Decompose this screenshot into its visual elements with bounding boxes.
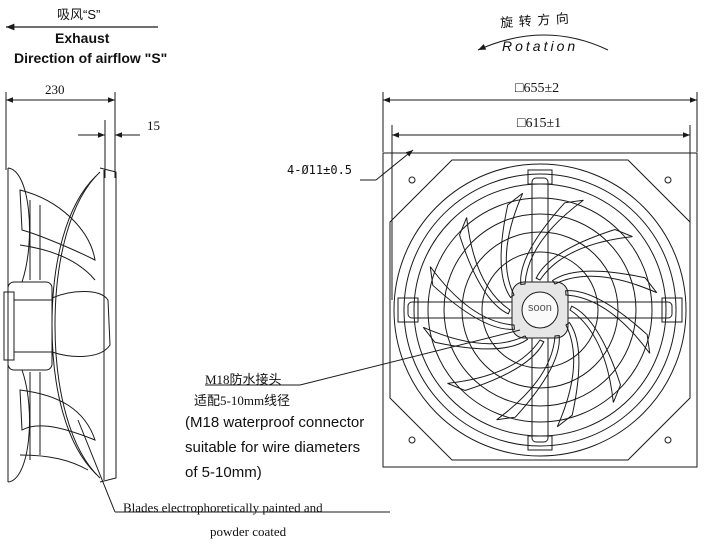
blades-note-line2: powder coated (210, 524, 287, 539)
fan-blade (447, 339, 545, 392)
fan-blade (422, 326, 529, 350)
connector-en-line1: (M18 waterproof connector (185, 414, 365, 431)
fan-blade (569, 305, 622, 403)
fan-blade (556, 321, 580, 428)
outer-square-dimension: □655±2 (515, 81, 560, 96)
fan-blade (429, 266, 515, 330)
airflow-direction-label: Direction of airflow "S" (14, 50, 168, 66)
connector-cn-label: M18防水接头 (205, 372, 282, 387)
fan-blade (520, 199, 584, 285)
fan-blade (565, 290, 651, 354)
connector-en-line2: suitable for wire diameters (185, 439, 361, 456)
rotation-en-label: Rotation (502, 38, 579, 54)
fan-blade (551, 270, 658, 294)
blades-note-line1: Blades electrophoretically painted and (123, 500, 323, 515)
airflow-en-label: Exhaust (55, 30, 110, 46)
front-view (360, 92, 698, 468)
rotation-arrow (477, 34, 609, 51)
depth-dimension: 230 (45, 82, 65, 97)
fan-blade (535, 228, 633, 281)
connector-en-line3: of 5-10mm) (185, 464, 262, 481)
connector-cn-spec: 适配5-10mm线径 (194, 393, 291, 408)
side-view (3, 92, 390, 513)
flange-dimension: 15 (147, 118, 160, 133)
mounting-holes-label: 4-Ø11±0.5 (287, 163, 353, 177)
fan-blade (458, 217, 511, 315)
airflow-cn-label: 吸风“S” (57, 7, 101, 22)
fan-blade (496, 335, 560, 421)
hole-spacing-dimension: □615±1 (517, 116, 562, 131)
brand-logo: soon (528, 302, 552, 314)
fan-blade (500, 192, 524, 299)
